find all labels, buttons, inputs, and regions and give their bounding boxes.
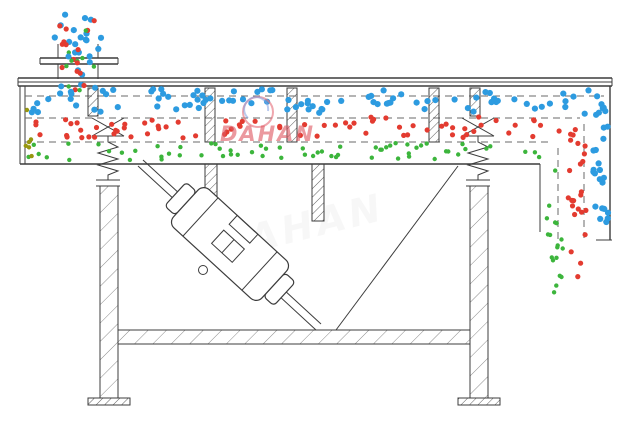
- internal-posts: [87, 87, 481, 222]
- brand-logo-swirl-icon: [243, 96, 270, 119]
- left-leg: [99, 185, 119, 399]
- material-particles: [23, 11, 612, 295]
- support-legs: [87, 185, 501, 406]
- cross-beam: [117, 329, 471, 345]
- screen-lid: [17, 77, 613, 87]
- left-foot: [87, 397, 131, 406]
- left-spring: [91, 117, 125, 187]
- brand-watermark: DAHAN: [220, 96, 315, 146]
- screen-box: [19, 86, 612, 241]
- vibration-motor: [165, 183, 295, 305]
- right-leg: [469, 185, 489, 399]
- right-foot: [457, 397, 501, 406]
- motor-mount-bolt: [198, 265, 208, 275]
- brand-watermark-text: DAHAN: [220, 122, 315, 146]
